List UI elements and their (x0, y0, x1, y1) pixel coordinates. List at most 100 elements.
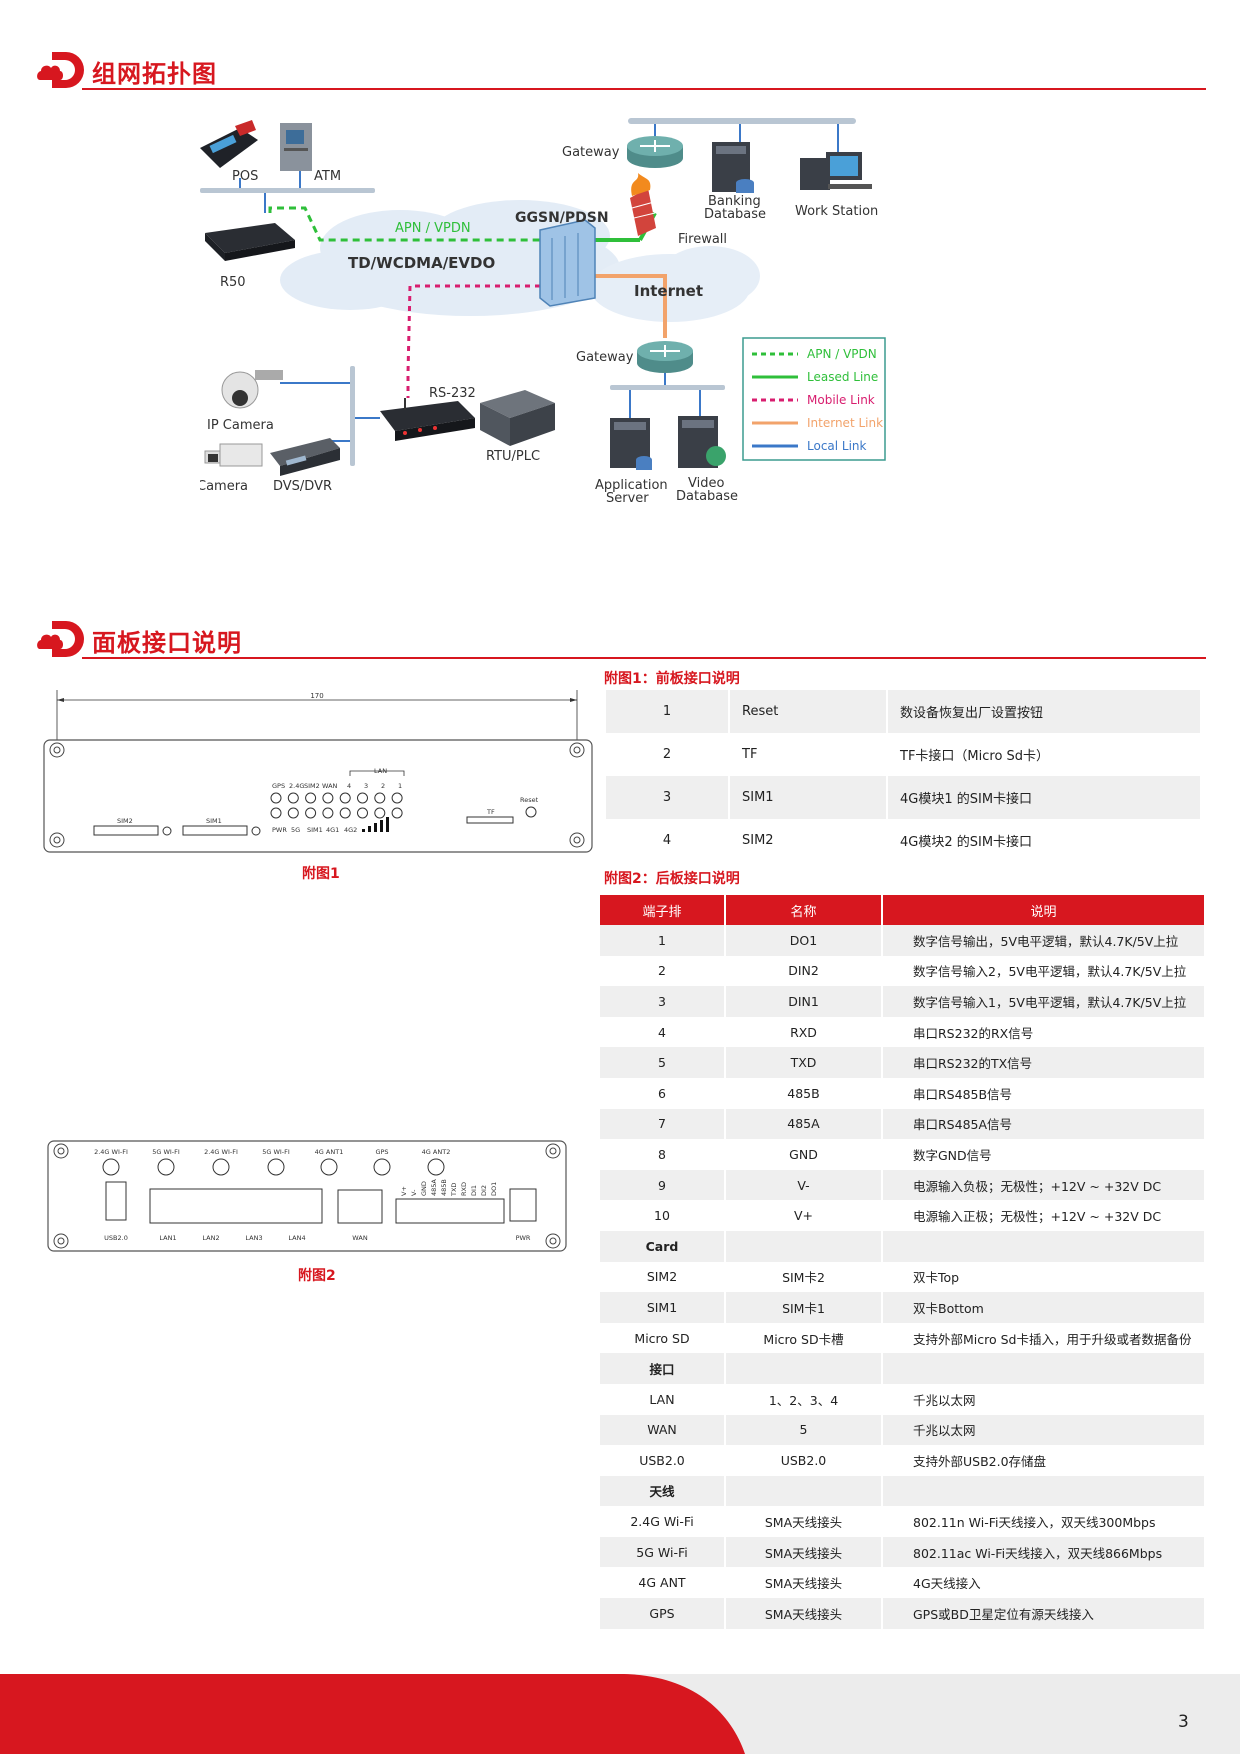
led-indicator (322, 792, 334, 804)
antenna-label: 5G WI-FI (152, 1148, 180, 1156)
table-group-label: 天线 (600, 1475, 724, 1507)
legend-label: Local Link (807, 439, 867, 453)
tf-label: TF (486, 808, 495, 816)
table-cell: SIM2 (742, 833, 774, 848)
antenna-connector[interactable] (373, 1158, 391, 1176)
table2-title: 附图2：后板接口说明 (604, 871, 740, 887)
terminal-label: V+ (400, 1186, 408, 1196)
table-cell: 千兆以太网 (913, 1392, 976, 1408)
lan3-led-label: 3 (364, 782, 368, 790)
application-server-icon (610, 418, 652, 470)
wan-led-label: WAN (322, 782, 338, 790)
signal-strength-icon (362, 817, 389, 832)
ggsn-server-icon (539, 219, 596, 307)
table-cell: 4G天线接入 (913, 1576, 981, 1592)
table-cell (726, 1475, 881, 1507)
front-panel-drawing: 170 LAN GPS 2.4G SIM2 WAN 4 3 2 1 PWR 5G… (43, 690, 593, 853)
table-cell: USB2.0 (780, 1452, 827, 1468)
internet-link (595, 274, 667, 338)
network-topology-diagram: POS ATM R50 Gateway Banking Database Wor… (200, 118, 886, 506)
antenna-connector[interactable] (427, 1158, 445, 1176)
table-cell: SMA天线接头 (764, 1515, 843, 1531)
pwr-label: PWR (516, 1234, 531, 1242)
antenna-connector[interactable] (267, 1158, 285, 1176)
table-cell: 数字信号输入2，5V电平逻辑，默认4.7K/5V上拉 (913, 964, 1187, 980)
tf-card-slot[interactable] (466, 816, 514, 824)
antenna-label: 5G WI-FI (262, 1148, 290, 1156)
table-cell: 数字信号输出，5V电平逻辑，默认4.7K/5V上拉 (883, 925, 1204, 956)
figure1-caption: 附图1 (302, 866, 340, 882)
table-cell (883, 1230, 1204, 1262)
table-cell: 数设备恢复出厂设置按钮 (888, 690, 1200, 733)
antenna-connector[interactable] (320, 1158, 338, 1176)
sim1-led-label: SIM1 (307, 826, 323, 834)
plc-icon (480, 390, 555, 446)
led-indicator (374, 792, 386, 804)
usb-label: USB2.0 (104, 1234, 128, 1242)
lan2-label: LAN2 (202, 1234, 219, 1242)
table-cell: V+ (793, 1208, 814, 1224)
table-cell: 1、2、3、4 (768, 1392, 839, 1408)
table-cell: SIM1 (600, 1292, 724, 1323)
table-row: 接口 (600, 1353, 1204, 1384)
wan-port[interactable] (337, 1189, 383, 1224)
led-indicator (270, 792, 282, 804)
table-cell: 千兆以太网 (883, 1414, 1204, 1446)
router-bottom-icon (637, 341, 693, 373)
table-group-label: 接口 (600, 1353, 724, 1384)
table-cell (883, 1475, 1204, 1507)
firewall-label: Firewall (678, 232, 727, 247)
reset-button[interactable] (525, 806, 537, 818)
table-cell: 6 (658, 1085, 666, 1101)
ggsn-label: GGSN/PDSN (515, 210, 609, 226)
led-indicator (287, 792, 299, 804)
terminal-block[interactable] (395, 1198, 505, 1224)
led-indicator (287, 807, 299, 819)
table-cell: 802.11n Wi-Fi天线接入，双天线300Mbps (913, 1515, 1156, 1531)
section-title: 面板接口说明 (92, 629, 242, 657)
table-cell: DIN1 (726, 986, 881, 1017)
table-cell: RXD (790, 1024, 817, 1040)
table-cell: 4 (658, 1024, 666, 1040)
lan-ports[interactable] (149, 1188, 323, 1224)
terminal-label: TXD (450, 1183, 458, 1197)
table-cell: SIM2 (646, 1269, 678, 1285)
antenna-connector[interactable] (157, 1158, 175, 1176)
banking-database-icon (712, 142, 754, 193)
rs232-label: RS-232 (429, 386, 476, 401)
led-indicator (391, 807, 403, 819)
terminal-label: 485B (440, 1179, 448, 1196)
led-indicator (305, 792, 317, 804)
led-indicator (339, 807, 351, 819)
camera-bus (350, 366, 355, 466)
led-indicator (374, 807, 386, 819)
sim2-slot[interactable] (93, 825, 159, 836)
table-cell: 支持外部Micro Sd卡插入，用于升级或者数据备份 (913, 1331, 1192, 1347)
power-port[interactable] (509, 1188, 537, 1222)
terminal-label: DO1 (490, 1182, 498, 1196)
table-cell: SIM卡1 (726, 1292, 881, 1323)
table-cell: 数字GND信号 (913, 1147, 992, 1163)
table-header-row: 端子排 名称 说明 (600, 895, 1204, 925)
table-cell: 数字信号输入1，5V电平逻辑，默认4.7K/5V上拉 (883, 986, 1204, 1017)
section-header-topology: 组网拓扑图 (36, 46, 1206, 92)
sim1-slot[interactable] (182, 825, 248, 836)
antenna-connector[interactable] (212, 1158, 230, 1176)
table-cell: 2 (662, 747, 672, 762)
table-cell: GPS或BD卫星定位有源天线接入 (883, 1598, 1204, 1629)
ip-camera-icon (221, 370, 283, 409)
antenna-connector[interactable] (102, 1158, 120, 1176)
reset-label: Reset (520, 796, 539, 804)
usb-port[interactable] (105, 1181, 127, 1221)
